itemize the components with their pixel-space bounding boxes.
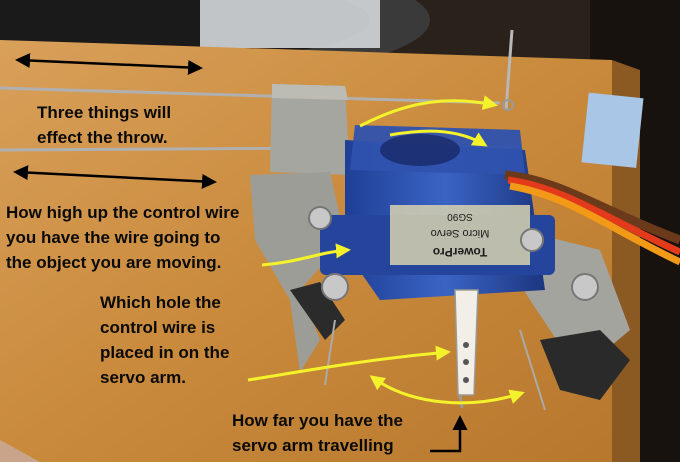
caption-height-line-2: you have the wire going to [6, 228, 221, 247]
servo-cable-red [507, 176, 680, 256]
servo-label-part: SG90 [447, 211, 473, 222]
control-wire-upper [0, 86, 501, 105]
wire-guide-block [270, 84, 350, 175]
servo-label-brand: TowerPro [433, 245, 487, 259]
yellow-arrow-to-servo-top [389, 129, 488, 147]
caption-hole: Which hole the control wire is placed in… [100, 290, 229, 390]
yellow-arrow-hole [247, 345, 451, 382]
servo-cable-orange [509, 182, 680, 266]
caption-intro-line-2: effect the throw. [37, 128, 168, 147]
caption-hole-line-2: control wire is [100, 318, 216, 337]
caption-intro: Three things will effect the throw. [37, 100, 171, 150]
caption-travel-line-1: How far you have the [232, 411, 403, 430]
caption-height: How high up the control wire you have th… [6, 200, 239, 275]
caption-travel-line-2: servo arm travelling [232, 436, 394, 455]
servo-label: TowerPro Micro Servo SG90 [390, 205, 530, 265]
servo-cable-brown [504, 170, 680, 245]
caption-intro-line-1: Three things will [37, 103, 172, 122]
bracket-foot [540, 330, 630, 400]
double-arrow-lower [13, 165, 217, 189]
caption-height-line-3: the object you are moving. [6, 253, 222, 272]
yellow-arrow-to-pushrod [359, 95, 498, 128]
pushrod [504, 29, 514, 111]
servo-label-model: Micro Servo [431, 227, 490, 239]
yellow-arrow-height [261, 243, 351, 267]
caption-travel: How far you have the servo arm travellin… [232, 408, 403, 458]
mounting-screws [308, 206, 599, 301]
caption-hole-line-4: servo arm. [100, 368, 186, 387]
caption-hole-line-1: Which hole the [100, 293, 221, 312]
black-arrow-travel [430, 415, 468, 453]
yellow-arrow-travel [369, 375, 525, 405]
caption-height-line-1: How high up the control wire [6, 203, 240, 222]
double-arrow-upper [15, 53, 203, 75]
caption-hole-line-3: placed in on the [100, 343, 230, 362]
